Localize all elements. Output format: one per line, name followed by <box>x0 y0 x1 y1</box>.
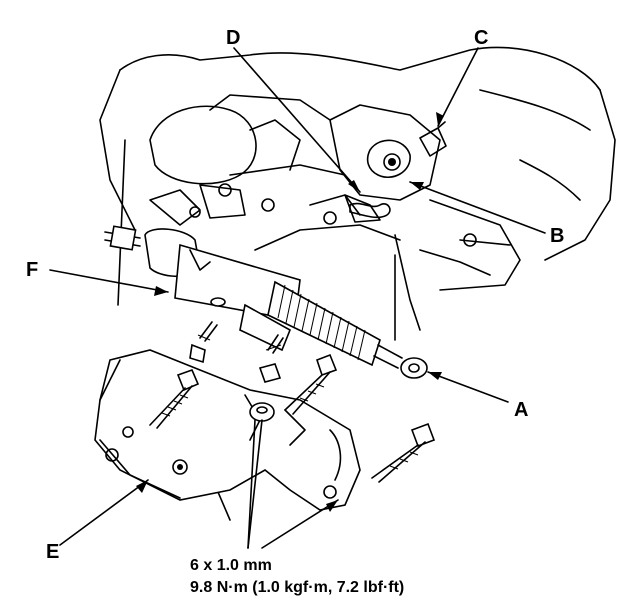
torque-spec: 9.8 N·m (1.0 kgf·m, 7.2 lbf·ft) <box>190 579 404 596</box>
slave-cylinder <box>104 225 301 352</box>
dust-boot <box>267 280 381 367</box>
bolt-4 <box>284 353 338 415</box>
callout-f: F <box>26 259 38 281</box>
bolt-size-spec: 6 x 1.0 mm <box>190 557 272 574</box>
bolt-1 <box>189 321 218 364</box>
pushrod <box>373 344 428 379</box>
leader-lines <box>49 47 546 549</box>
callout-c: C <box>474 27 488 49</box>
callout-a: A <box>514 399 528 421</box>
fluid-line-clip <box>349 202 391 219</box>
bolt-3 <box>258 334 284 383</box>
callout-d: D <box>226 27 240 49</box>
mounting-bracket <box>94 349 361 511</box>
callout-b: B <box>550 225 564 247</box>
bleeder-valve <box>419 121 447 157</box>
washer-bolt <box>249 402 275 422</box>
bolt-5 <box>371 422 436 483</box>
bolt-2 <box>149 368 200 429</box>
callout-e: E <box>46 541 59 563</box>
